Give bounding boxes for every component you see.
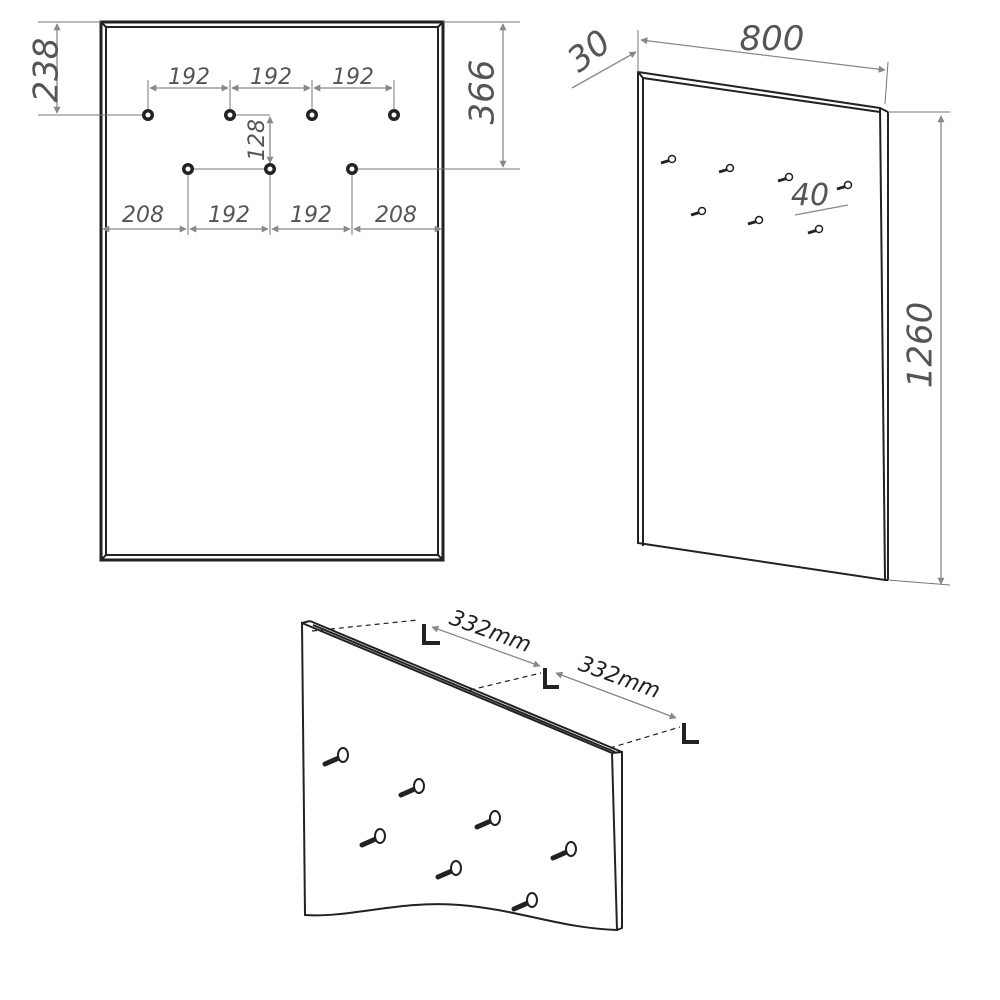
mount-hooks xyxy=(322,747,577,912)
hook xyxy=(359,828,386,848)
perspective-panel-face xyxy=(637,70,887,582)
dim-bottom-208-a: 208 xyxy=(122,203,164,228)
dim-238-label: 238 xyxy=(27,38,67,103)
dim-1260-label: 1260 xyxy=(901,302,941,389)
hook-hole xyxy=(182,163,194,175)
dim-128-label: 128 xyxy=(245,119,270,161)
hook xyxy=(718,163,735,174)
hook xyxy=(660,154,677,165)
hook-hole xyxy=(264,163,276,175)
hook-hole xyxy=(346,163,358,175)
front-panel-outline xyxy=(99,20,445,562)
wall-bracket xyxy=(422,624,440,645)
hook-hole xyxy=(224,109,236,121)
hook xyxy=(690,206,707,217)
hook xyxy=(511,892,538,912)
hook xyxy=(807,224,824,235)
perspective-hooks xyxy=(660,154,853,235)
hook xyxy=(550,841,577,861)
perspective-view: 800 30 1260 40 xyxy=(560,19,951,586)
hook-hole xyxy=(388,109,400,121)
hook xyxy=(322,747,349,767)
hook xyxy=(398,778,425,798)
dim-800-line xyxy=(640,37,886,73)
dim-30-label: 30 xyxy=(560,22,619,80)
hook-hole xyxy=(306,109,318,121)
dim-top-192-a: 192 xyxy=(168,65,210,90)
hook xyxy=(474,810,501,830)
dim-bottom-192-b: 192 xyxy=(290,203,332,228)
front-panel-inner-edge xyxy=(105,26,439,556)
dim-332-a-label: 332mm xyxy=(446,606,534,659)
dim-332-b-line xyxy=(555,671,677,720)
dim-bottom-208-b: 208 xyxy=(375,203,417,228)
hook xyxy=(836,180,853,191)
dim-bottom-192-a: 192 xyxy=(208,203,250,228)
wall-bracket xyxy=(682,723,699,744)
hook-hole xyxy=(142,109,154,121)
mount-panel-face xyxy=(300,621,619,932)
front-hooks xyxy=(142,109,400,175)
dim-top-192-c: 192 xyxy=(332,65,374,90)
dim-30-line xyxy=(571,51,637,89)
dim-top-192-b: 192 xyxy=(250,65,292,90)
wall-bracket xyxy=(543,668,559,689)
hook xyxy=(777,172,794,183)
dim-40-line xyxy=(794,204,849,216)
dim-40-label: 40 xyxy=(791,178,829,213)
hook xyxy=(435,860,462,880)
dim-800-label: 800 xyxy=(740,19,805,59)
mounting-view: 332mm 332mm xyxy=(300,606,699,932)
hook xyxy=(747,215,764,226)
dim-332-a-line xyxy=(431,625,541,668)
front-view: 238 366 192 192 192 128 208 192 192 208 xyxy=(27,20,520,562)
dim-366-label: 366 xyxy=(463,60,503,125)
